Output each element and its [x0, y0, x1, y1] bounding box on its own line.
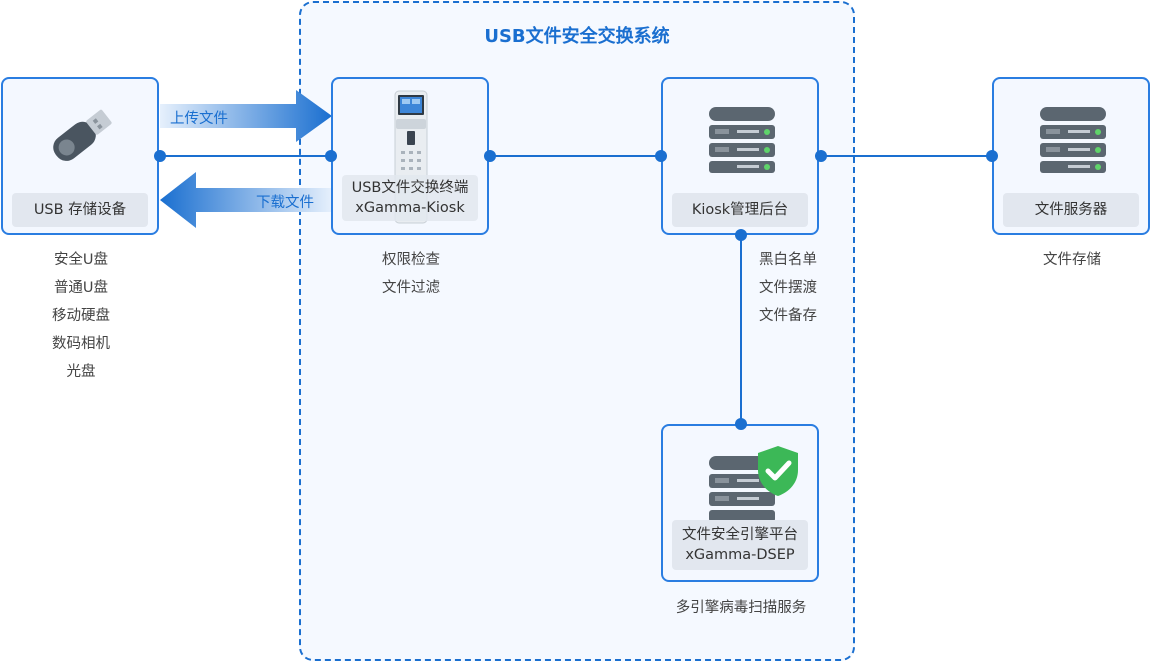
file-server-captions: 文件存储: [992, 246, 1152, 274]
kiosk-captions: 权限检查 文件过滤: [331, 246, 491, 302]
connector-dot: [815, 150, 827, 162]
connector-dot: [655, 150, 667, 162]
caption-item: 文件摆渡: [759, 280, 817, 296]
upload-label: 上传文件: [170, 111, 228, 127]
caption-item: 黑白名单: [759, 252, 817, 268]
connector-dot: [484, 150, 496, 162]
dsep-node: 文件安全引擎平台 xGamma-DSEP: [661, 424, 819, 582]
usb-storage-node: USB 存储设备: [1, 77, 159, 235]
system-title: USB文件安全交换系统: [484, 26, 670, 47]
caption-item: 安全U盘: [53, 252, 109, 268]
usb-storage-label: USB 存储设备: [12, 193, 148, 227]
caption-item: 权限检查: [382, 252, 440, 268]
connector-dot: [735, 229, 747, 241]
kiosk-terminal-label: USB文件交换终端 xGamma-Kiosk: [342, 175, 478, 221]
caption-item: 移动硬盘: [52, 308, 110, 324]
kiosk-backend-label: Kiosk管理后台: [672, 193, 808, 227]
connector-dot: [735, 418, 747, 430]
kiosk-terminal-node: USB文件交换终端 xGamma-Kiosk: [331, 77, 489, 235]
download-arrow: [160, 172, 332, 228]
connector-dot: [154, 150, 166, 162]
connector-dot: [325, 150, 337, 162]
kiosk-backend-node: Kiosk管理后台: [661, 77, 819, 235]
usb-kiosk-link: [160, 155, 331, 157]
file-server-label: 文件服务器: [1003, 193, 1139, 227]
usb-captions: 安全U盘 普通U盘 移动硬盘 数码相机 光盘: [1, 246, 161, 386]
caption-item: 数码相机: [52, 336, 110, 352]
dsep-label: 文件安全引擎平台 xGamma-DSEP: [672, 520, 808, 570]
server-icon: [709, 107, 775, 173]
connector-dot: [986, 150, 998, 162]
caption-item: 普通U盘: [53, 280, 109, 296]
download-label: 下载文件: [256, 195, 314, 211]
dsep-captions: 多引擎病毒扫描服务: [641, 594, 841, 622]
caption-item: 多引擎病毒扫描服务: [675, 600, 807, 616]
file-server-node: 文件服务器: [992, 77, 1150, 235]
caption-item: 文件存储: [1043, 252, 1101, 268]
caption-item: 文件备存: [759, 308, 817, 324]
server-icon: [1040, 107, 1106, 173]
upload-arrow: [160, 90, 332, 142]
server-icon: [709, 456, 775, 522]
shield-check-icon: [758, 446, 798, 496]
usb-drive-icon: [53, 109, 112, 161]
caption-item: 光盘: [66, 364, 96, 380]
caption-item: 文件过滤: [382, 280, 440, 296]
backend-dsep-link: [740, 235, 742, 423]
backend-server-link: [821, 155, 992, 157]
backend-captions: 黑白名单 文件摆渡 文件备存: [752, 246, 824, 330]
kiosk-backend-link: [490, 155, 661, 157]
